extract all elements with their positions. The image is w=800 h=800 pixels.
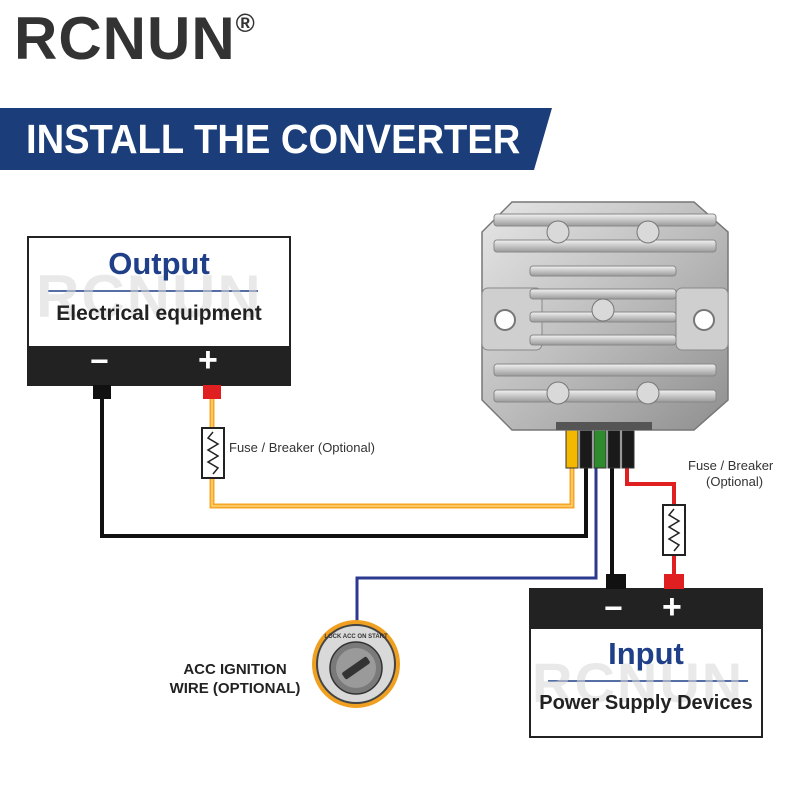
input-fuse-label-line1: Fuse / Breaker bbox=[688, 458, 774, 473]
input-subtitle: Power Supply Devices bbox=[539, 692, 753, 714]
ignition-label: ACC IGNITION WIRE (OPTIONAL) bbox=[150, 660, 320, 698]
input-title: Input bbox=[608, 636, 684, 671]
section-banner: INSTALL THE CONVERTER bbox=[0, 108, 552, 170]
input-fuse-icon bbox=[662, 504, 686, 556]
ignition-label-line2: WIRE (OPTIONAL) bbox=[169, 680, 301, 697]
ignition-switch-text: LOCK ACC ON START bbox=[324, 634, 388, 640]
output-subtitle: Electrical equipment bbox=[56, 302, 262, 325]
ignition-label-line1: ACC IGNITION bbox=[183, 661, 287, 678]
converter-module-icon bbox=[481, 201, 729, 431]
brand-name: RCNUN bbox=[14, 5, 236, 72]
watermark-output: RCNUN bbox=[36, 263, 263, 330]
banner-title: INSTALL THE CONVERTER bbox=[26, 116, 521, 162]
input-minus-sign: − bbox=[604, 590, 623, 626]
input-fuse-label-line2: (Optional) bbox=[706, 474, 764, 489]
output-plus-sign: + bbox=[198, 341, 218, 379]
output-title: Output bbox=[108, 246, 210, 281]
input-box bbox=[529, 574, 763, 738]
registered-mark: ® bbox=[235, 8, 256, 38]
output-box bbox=[27, 236, 291, 399]
input-plus-sign: + bbox=[662, 588, 682, 626]
ignition-switch-icon bbox=[312, 620, 400, 708]
watermark-input: RCNUN bbox=[532, 651, 745, 714]
wire-connectors bbox=[565, 427, 635, 469]
brand-logo: RCNUN® bbox=[14, 4, 256, 73]
output-minus-sign: − bbox=[90, 343, 109, 379]
output-fuse-label: Fuse / Breaker (Optional) bbox=[229, 440, 375, 455]
output-fuse-icon bbox=[201, 427, 225, 479]
